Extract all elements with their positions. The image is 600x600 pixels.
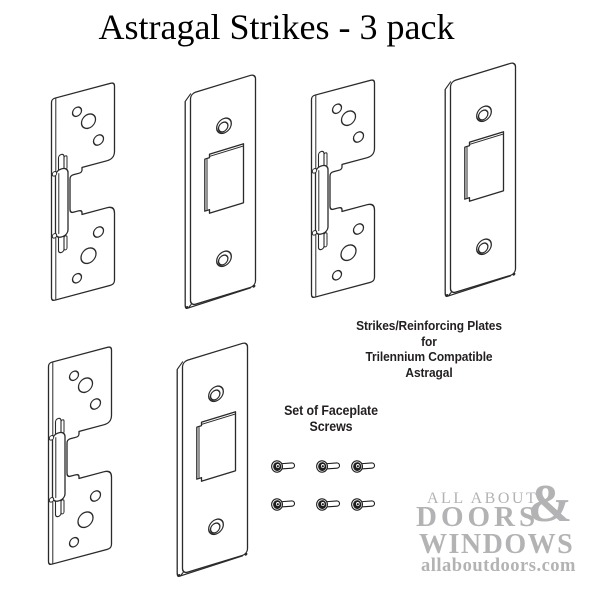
faceplate-drawing-3 xyxy=(176,341,249,579)
screws-grid xyxy=(270,459,376,512)
screw-drawing xyxy=(315,497,341,512)
screw-drawing xyxy=(315,459,341,474)
plates-caption-line2: Trilennium Compatible Astragal xyxy=(365,349,493,380)
screw-drawing xyxy=(270,459,296,474)
strike-plate-drawing-2 xyxy=(310,78,376,299)
screws-caption-line1: Set of Faceplate xyxy=(284,403,378,418)
faceplate-drawing-2 xyxy=(444,61,517,299)
page-title: Astragal Strikes - 3 pack xyxy=(98,7,455,47)
screw-drawing xyxy=(350,497,376,512)
strike-plate-drawing-1 xyxy=(50,81,116,302)
plates-caption: Strikes/Reinforcing Plates for Trilenniu… xyxy=(354,318,505,380)
strike-plate-drawing-3 xyxy=(47,345,113,566)
screws-caption-line2: Screws xyxy=(309,419,353,434)
faceplate-drawing-1 xyxy=(184,73,257,311)
screw-drawing xyxy=(350,459,376,474)
plates-caption-line1: Strikes/Reinforcing Plates for xyxy=(356,318,502,349)
screws-caption: Set of Faceplate Screws xyxy=(280,403,381,435)
screw-drawing xyxy=(270,497,296,512)
